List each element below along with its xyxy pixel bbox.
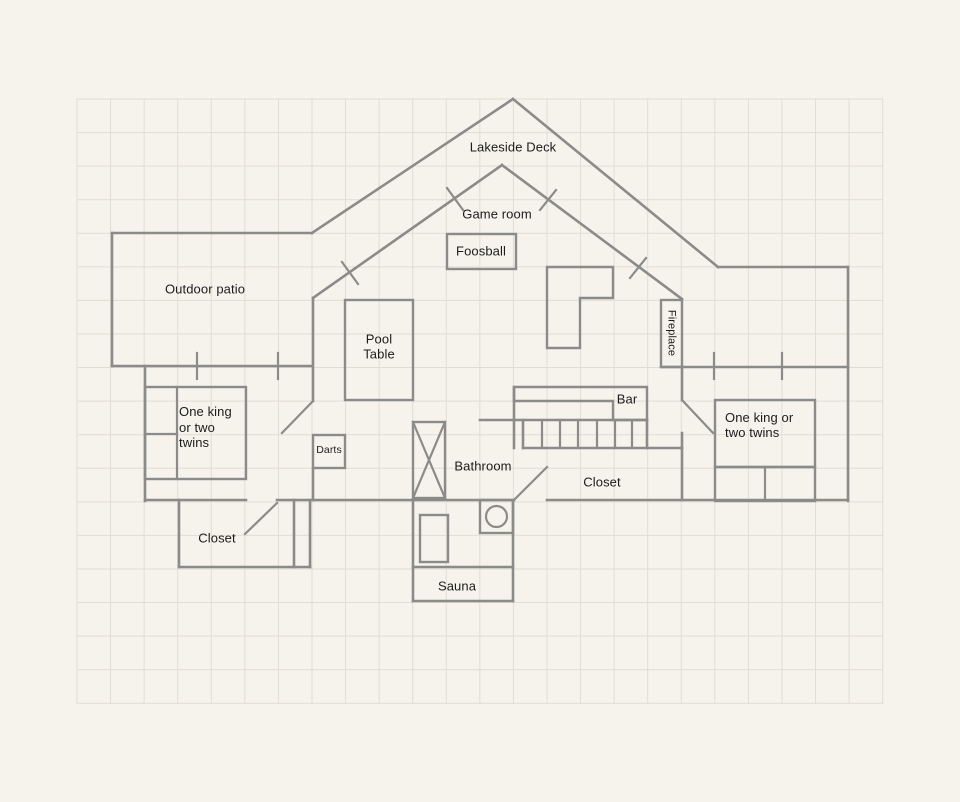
game-room-sofa xyxy=(545,265,615,350)
darts-board xyxy=(311,433,347,470)
foosball-table xyxy=(445,232,518,271)
label-bed-left: One king or two twins xyxy=(179,404,232,450)
label-game-room: Game room xyxy=(462,206,532,222)
label-bed-right: One king or two twins xyxy=(725,410,794,440)
label-darts: Darts xyxy=(316,443,342,456)
label-sauna: Sauna xyxy=(437,578,477,594)
label-outdoor-patio: Outdoor patio xyxy=(164,281,246,297)
label-foosball: Foosball xyxy=(456,243,506,259)
sauna-bench xyxy=(418,513,450,564)
shower xyxy=(411,420,447,500)
bar-counter xyxy=(512,385,649,422)
label-fireplace: Fireplace xyxy=(665,309,678,357)
label-closet-left: Closet xyxy=(198,530,236,546)
label-bar: Bar xyxy=(616,391,638,407)
toilet-box xyxy=(478,498,515,535)
label-bathroom: Bathroom xyxy=(454,458,512,474)
label-lakeside-deck: Lakeside Deck xyxy=(469,139,557,155)
label-closet-right: Closet xyxy=(583,474,621,490)
pool-table xyxy=(343,298,415,402)
fireplace-box xyxy=(659,298,684,369)
toilet-bowl xyxy=(484,504,509,529)
label-pool-table: Pool Table xyxy=(363,331,395,362)
